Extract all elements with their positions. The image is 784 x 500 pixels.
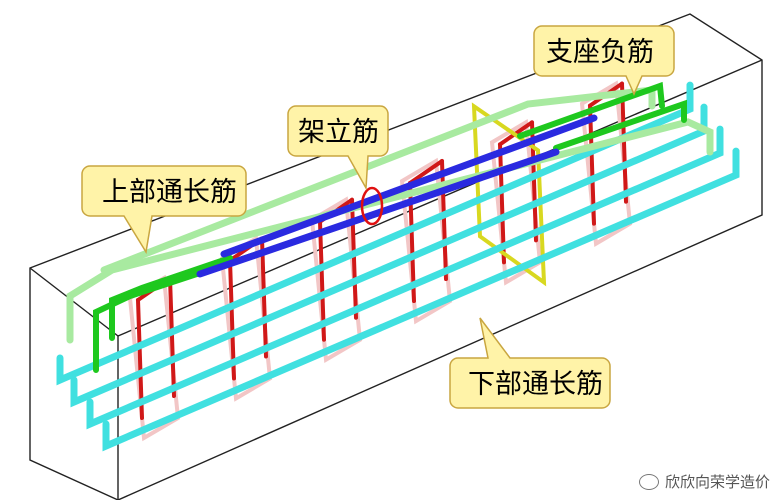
stirrup-leg-back: [260, 236, 268, 359]
stirrup-leg-back: [620, 81, 628, 204]
support-negative-bar-right: [553, 99, 687, 151]
label-support-negative: 支座负筋: [546, 37, 654, 68]
label-bottom-longitudinal: 下部通长筋: [468, 369, 603, 400]
watermark: 欣欣向荣学造价: [638, 471, 770, 492]
support-negative-bar-left: [109, 255, 233, 341]
erection-bars: [196, 114, 598, 278]
erection-bar: [220, 114, 598, 258]
support-negative-bar-right: [517, 81, 665, 139]
stirrup-top-bar: [408, 159, 444, 186]
stirrup-leg-back: [168, 276, 176, 398]
label-erection-bar: 架立筋: [298, 117, 379, 148]
bottom-longitudinal-bars: [56, 81, 740, 452]
callout-erection-bar: 架立筋: [287, 105, 389, 191]
stirrup-leg-back: [440, 159, 448, 282]
callout-top-longitudinal: 上部通长筋: [81, 165, 247, 255]
erection-bar: [196, 148, 560, 278]
callout-support-negative: 支座负筋: [533, 25, 675, 96]
label-top-longitudinal: 上部通长筋: [102, 177, 237, 208]
bottom-longitudinal-bar: [102, 147, 740, 452]
bottom-longitudinal-bar: [70, 103, 708, 408]
top-longitudinal-bar: [66, 118, 714, 344]
callout-bottom-longitudinal: 下部通长筋: [449, 317, 611, 409]
top-longitudinal-bar: [100, 86, 656, 274]
bottom-longitudinal-bar: [56, 81, 694, 386]
stirrup-highlighted: [471, 102, 547, 287]
watermark-text: 欣欣向荣学造价: [664, 473, 770, 491]
wechat-icon: [638, 473, 659, 490]
erection-bar-highlight-ring: [360, 186, 384, 226]
top-longitudinal-bars: [66, 86, 714, 344]
bottom-longitudinal-bar: [86, 125, 724, 430]
